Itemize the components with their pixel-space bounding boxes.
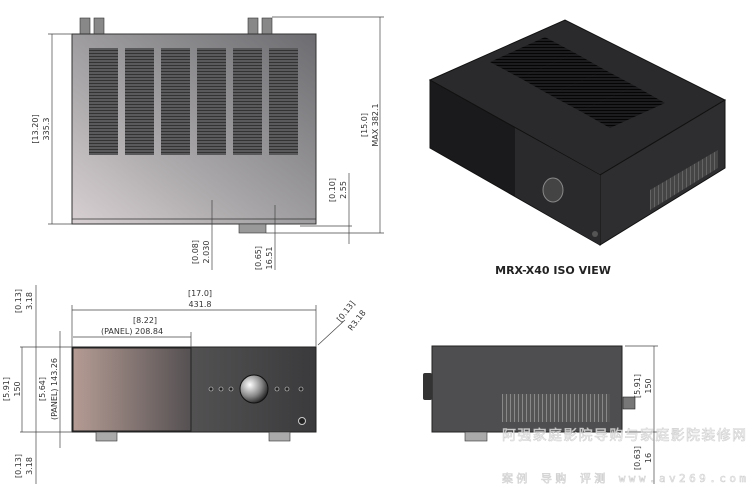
watermark: 阿强家庭影院导购与家庭影院装修网 案例 导购 评测 www.av269.com [502,427,747,484]
foot [464,431,488,442]
offset-a-mm: 2.55 [339,181,348,199]
depth-in: [13.20] [31,114,40,143]
iso-power-button [592,231,598,237]
top-gap-mm: 3.18 [25,292,34,310]
side-view: [5.91] 150 [0.63] 16 [423,345,658,484]
watermark-line1: 阿强家庭影院导购与家庭影院装修网 [502,427,746,444]
front-panel-display [72,347,192,432]
iso-view: MRX-X40 ISO VIEW [428,19,727,277]
foot [268,431,291,442]
iso-view-label: MRX-X40 ISO VIEW [495,264,611,277]
side-vents [502,394,610,422]
rear-connector [622,396,636,410]
power-button [298,417,306,425]
foot-height-in: [0.63] [633,446,642,470]
watermark-line2: 案例 导购 评测 www.av269.com [502,471,746,484]
height-in: [5.91] [2,377,11,401]
knob-depth-in: [0.65] [254,246,263,270]
foot [95,431,118,442]
width-mm: 431.8 [189,300,212,309]
panel-height-mm: (PANEL) 143.26 [50,358,59,420]
bottom-gap-in: [0.13] [14,454,23,478]
iso-vents [490,37,718,210]
volume-knob [239,374,269,404]
panel-height-in: [5.64] [38,377,47,401]
panel-width-mm: (PANEL) 208.84 [101,327,163,336]
max-depth-mm: MAX 382.1 [371,103,380,146]
width-in: [17.0] [188,289,212,298]
depth-mm: 335.3 [42,118,51,141]
top-gap-in: [0.13] [14,289,23,313]
indicator-leds [208,386,304,392]
offset-b-in: [0.08] [191,240,200,264]
iso-volume-knob [542,177,564,203]
side-knob [423,373,432,400]
height-mm: 150 [13,381,22,396]
front-view: [17.0] 431.8 [8.22] (PANEL) 208.84 [0.13… [2,285,368,484]
offset-b-mm: 2.030 [202,241,211,264]
top-view: [13.20] 335.3 [15.0] MAX 382.1 [0.10] 2.… [31,16,384,270]
foot-height-mm: 16 [644,453,653,463]
volume-knob-top [238,223,267,234]
offset-a-in: [0.10] [328,178,337,202]
side-height-mm: 150 [644,378,653,393]
speaker-connectors [79,17,273,35]
side-height-in: [5.91] [633,374,642,398]
bottom-gap-mm: 3.18 [25,457,34,475]
max-depth-in: [15.0] [360,113,369,137]
vent-grille [89,48,298,155]
panel-width-in: [8.22] [133,316,157,325]
knob-depth-mm: 16.51 [265,247,274,270]
